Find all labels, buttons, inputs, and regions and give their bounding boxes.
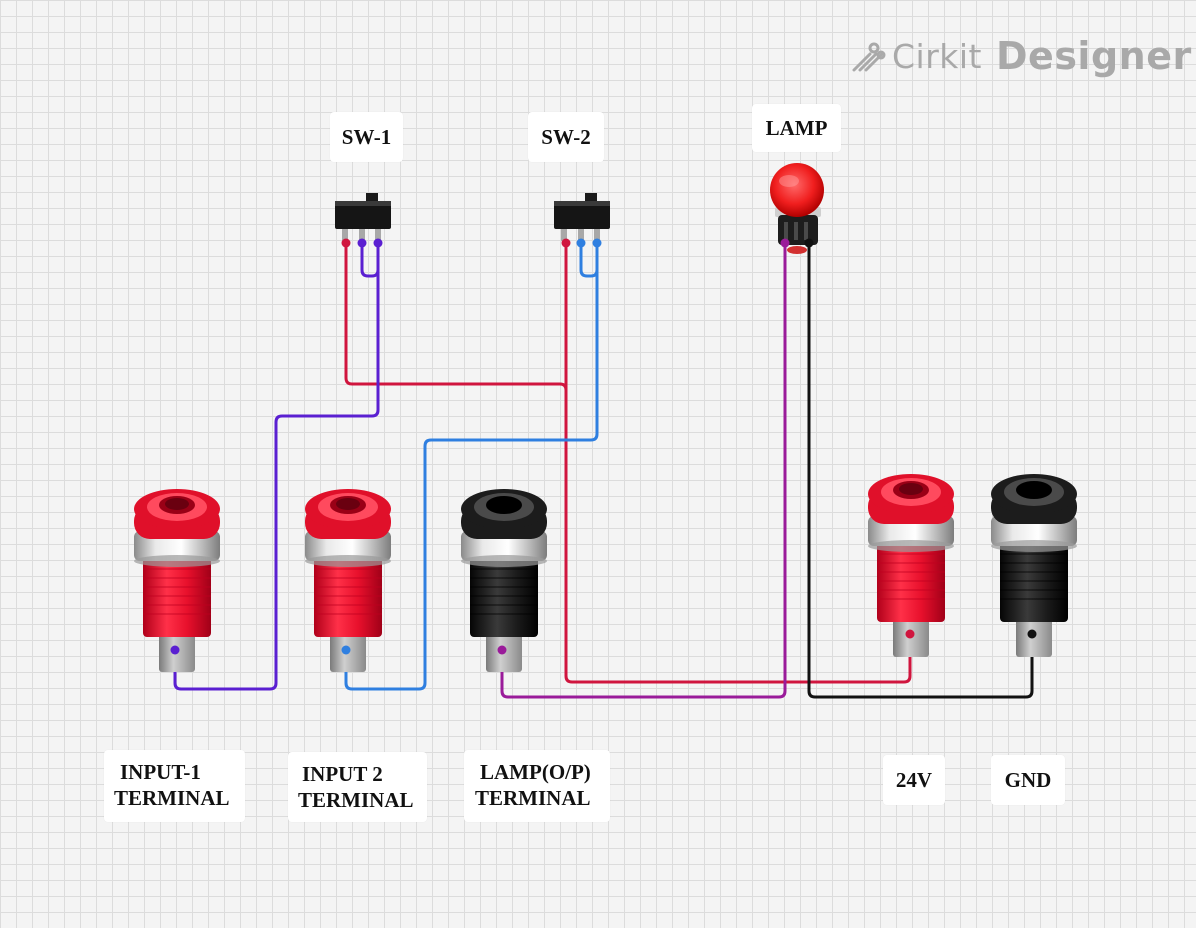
logo-brand: Cirkit [892, 36, 982, 76]
cirkit-designer-logo: Cirkit Designer [850, 30, 1192, 82]
input2-pin[interactable] [341, 645, 351, 655]
label-input1-terminal: INPUT-1 TERMINAL [104, 750, 245, 822]
pins [170, 238, 1037, 655]
wire-sw1-to-input1[interactable] [173, 241, 380, 691]
v24-pin[interactable] [905, 629, 915, 639]
sw1-pin1[interactable] [341, 238, 351, 248]
gnd-pin[interactable] [1027, 629, 1037, 639]
terminal-gnd[interactable] [991, 474, 1077, 657]
indicator-lamp[interactable] [770, 163, 824, 254]
terminal-input1[interactable] [134, 489, 220, 672]
terminal-lampop[interactable] [461, 489, 547, 672]
lamp-lens [770, 163, 824, 217]
sw2-pin1[interactable] [561, 238, 571, 248]
lampop-pin[interactable] [497, 645, 507, 655]
switch-body [335, 201, 391, 229]
sw2-pin3[interactable] [592, 238, 602, 248]
wire-sw2-to-input2[interactable] [344, 241, 599, 691]
wire-lamp-to-lampop[interactable] [500, 241, 787, 699]
lamp-pin1[interactable] [780, 238, 790, 248]
input1-pin[interactable] [170, 645, 180, 655]
terminal-v24[interactable] [868, 474, 954, 657]
sw2-pin2[interactable] [576, 238, 586, 248]
label-gnd: GND [991, 755, 1065, 805]
switch-actuator[interactable] [366, 193, 378, 203]
logo-product: Designer [996, 34, 1192, 78]
switch-sw2[interactable] [554, 193, 610, 241]
terminal-input2[interactable] [305, 489, 391, 672]
label-lamp: LAMP [752, 104, 841, 152]
wires [173, 241, 1034, 699]
sw1-pin2[interactable] [357, 238, 367, 248]
wire-sw2-bridge[interactable] [579, 241, 599, 278]
wire-sw1-to-24v[interactable] [344, 241, 912, 684]
wire-lamp-to-gnd[interactable] [807, 241, 1034, 699]
label-sw2: SW-2 [528, 112, 604, 162]
switch-sw1[interactable] [335, 193, 391, 241]
switch-actuator[interactable] [585, 193, 597, 203]
label-lamp-op-terminal: LAMP(O/P) TERMINAL [464, 750, 610, 822]
switch-body [554, 201, 610, 229]
wire-sw1-bridge[interactable] [360, 241, 380, 278]
cirkit-logo-icon [852, 42, 886, 72]
label-24v: 24V [883, 755, 945, 805]
label-sw1: SW-1 [330, 112, 403, 162]
lamp-pin2[interactable] [804, 238, 814, 248]
terminals [134, 474, 1077, 672]
sw1-pin3[interactable] [373, 238, 383, 248]
label-input2-terminal: INPUT 2 TERMINAL [288, 752, 427, 822]
